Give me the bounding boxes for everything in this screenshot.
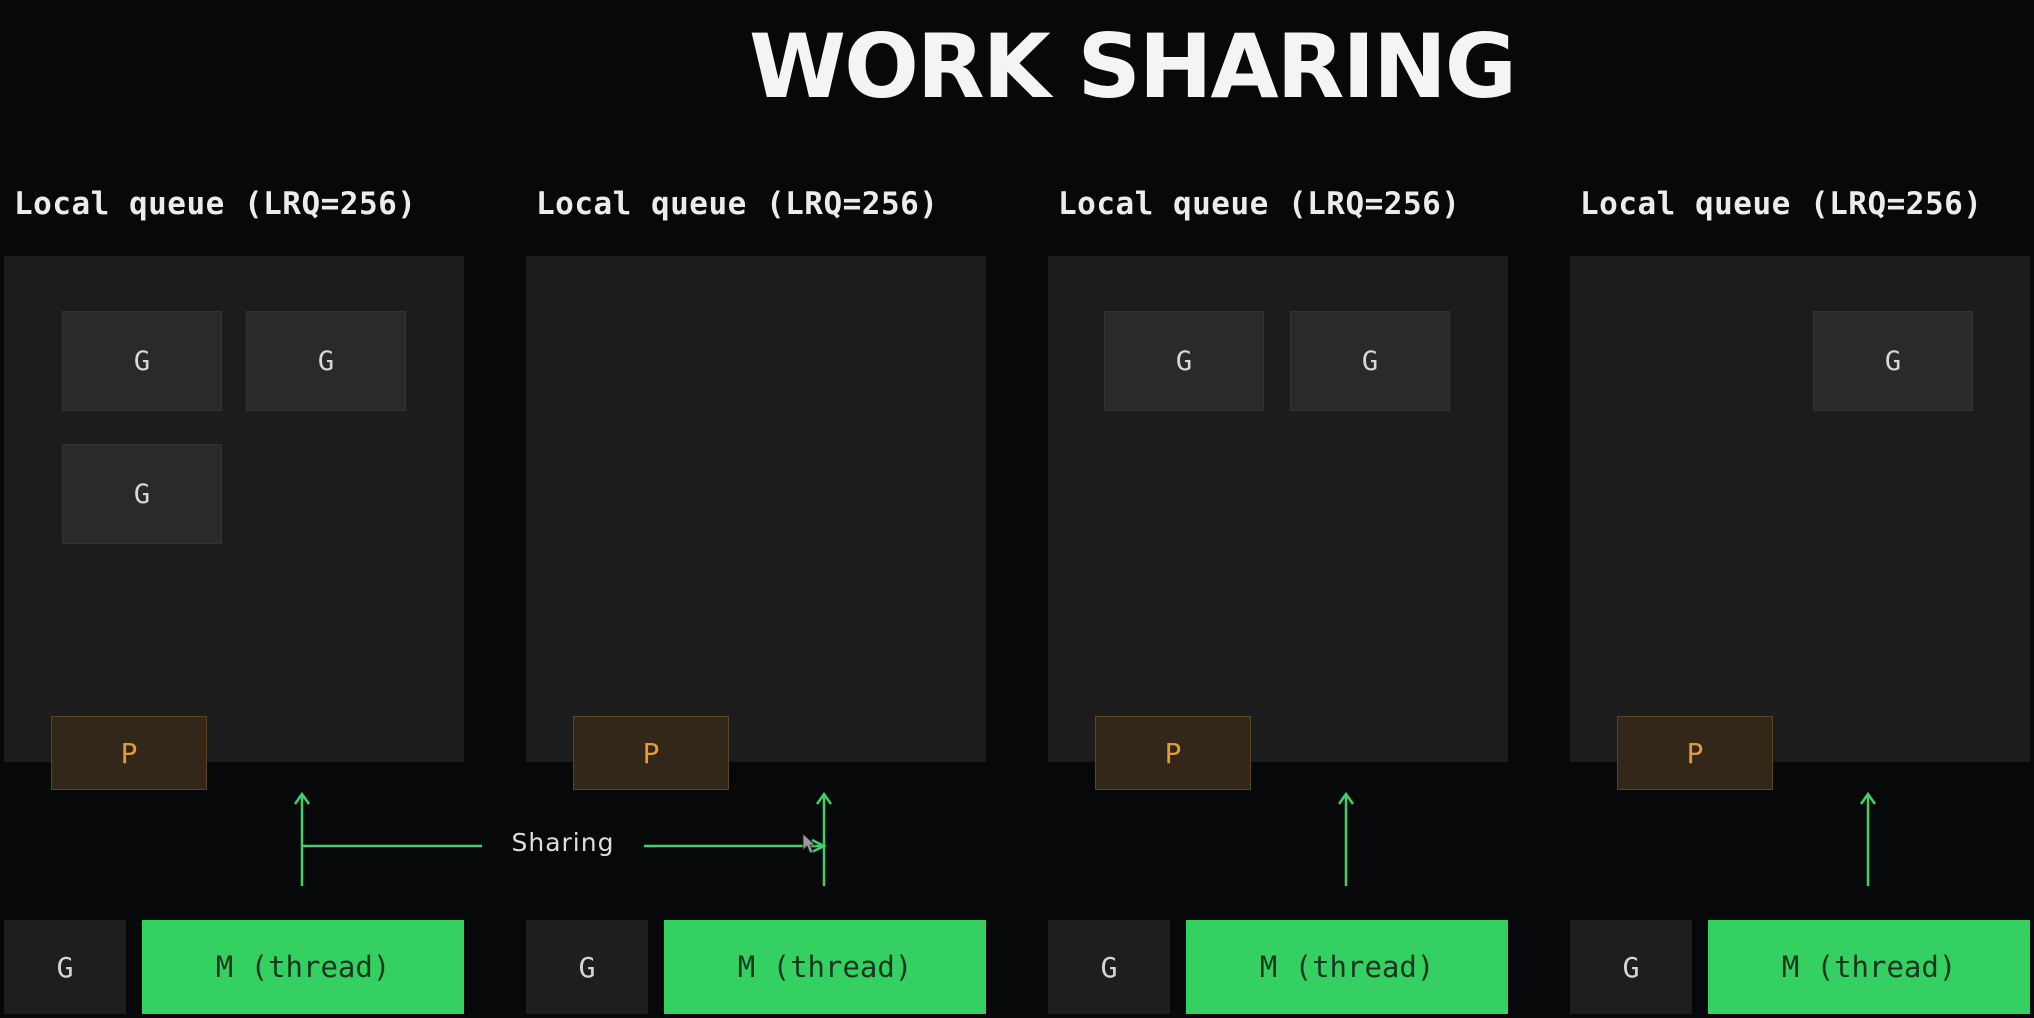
- column-label: Local queue (LRQ=256): [14, 186, 417, 222]
- waiting-goroutine-box: G: [526, 920, 648, 1014]
- local-queue: G: [1570, 256, 2030, 762]
- column-label: Local queue (LRQ=256): [1580, 186, 1983, 222]
- page-title: WORK SHARING: [749, 15, 1517, 118]
- arrow-head-icon: [1859, 791, 1877, 805]
- waiting-goroutine-box: G: [4, 920, 126, 1014]
- processor-box: P: [1617, 716, 1773, 790]
- goroutine-box: G: [1290, 311, 1450, 411]
- goroutine-box: G: [246, 311, 406, 411]
- arrow-head-icon: [293, 791, 311, 805]
- column-label: Local queue (LRQ=256): [536, 186, 939, 222]
- thread-box: M (thread): [1186, 920, 1508, 1014]
- arrow-head-icon: [1337, 791, 1355, 805]
- goroutine-box: G: [1104, 311, 1264, 411]
- mouse-cursor-icon: [802, 833, 817, 854]
- sharing-label: Sharing: [511, 828, 615, 857]
- local-queue: [526, 256, 986, 762]
- processor-box: P: [1095, 716, 1251, 790]
- local-queue: G G G: [4, 256, 464, 762]
- column-label: Local queue (LRQ=256): [1058, 186, 1461, 222]
- sharing-arrow-head-icon: [811, 838, 827, 854]
- waiting-goroutine-box: G: [1570, 920, 1692, 1014]
- processor-box: P: [573, 716, 729, 790]
- thread-box: M (thread): [142, 920, 464, 1014]
- local-queue: G G: [1048, 256, 1508, 762]
- goroutine-box: G: [1813, 311, 1973, 411]
- goroutine-box: G: [62, 444, 222, 544]
- processor-box: P: [51, 716, 207, 790]
- thread-box: M (thread): [664, 920, 986, 1014]
- waiting-goroutine-box: G: [1048, 920, 1170, 1014]
- thread-box: M (thread): [1708, 920, 2030, 1014]
- goroutine-box: G: [62, 311, 222, 411]
- arrow-head-icon: [815, 791, 833, 805]
